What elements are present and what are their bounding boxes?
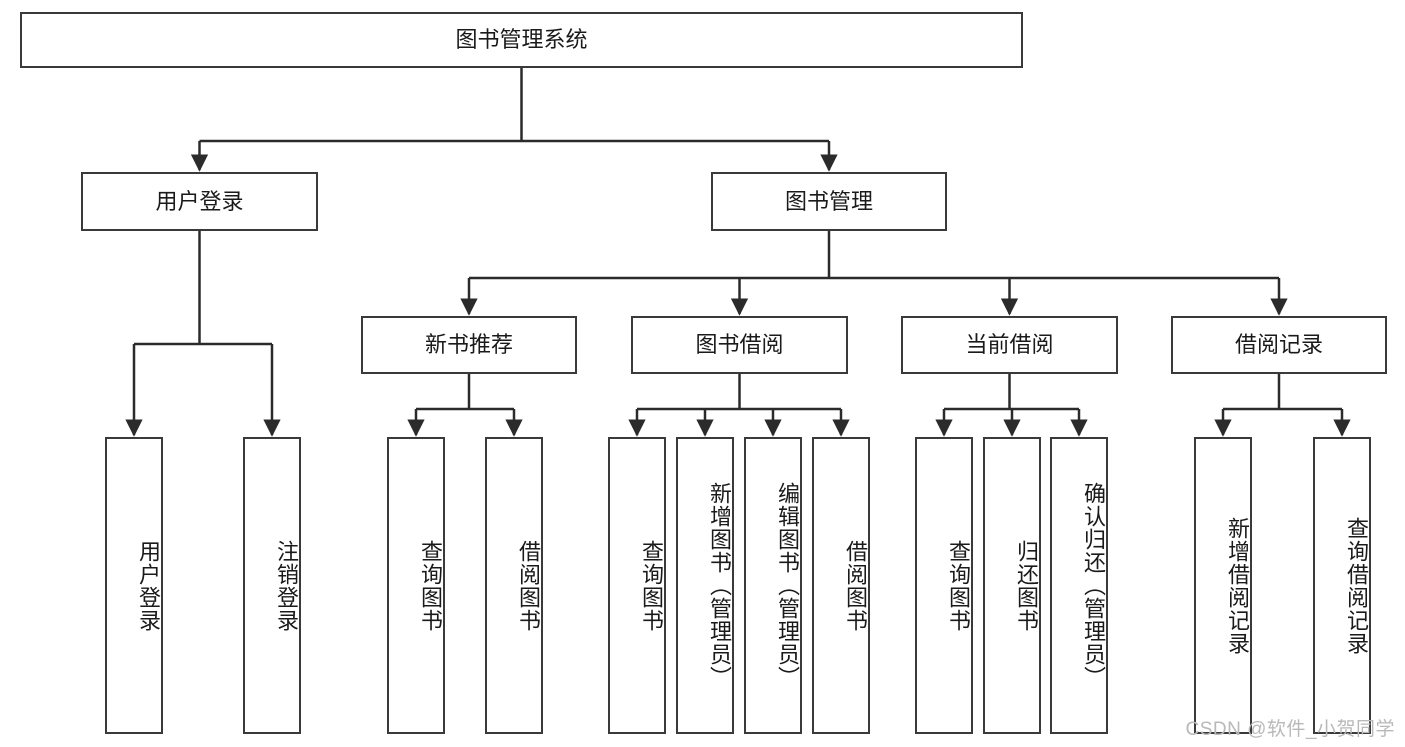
node-label: 新增图书（管理员） (707, 482, 732, 689)
node-leaf-add-book[interactable]: 新增图书（管理员） (676, 437, 734, 734)
node-label: 新书推荐 (424, 332, 513, 358)
node-book-manage[interactable]: 图书管理 (711, 172, 947, 231)
node-leaf-borrow-book-2[interactable]: 借阅图书 (812, 437, 870, 734)
watermark: CSDN @软件_小贺同学 (1185, 719, 1395, 740)
node-label: 借阅记录 (1234, 332, 1323, 358)
node-label: 查询图书 (418, 539, 443, 632)
node-label: 用户登录 (136, 539, 161, 632)
node-leaf-query-book-1[interactable]: 查询图书 (387, 437, 445, 734)
node-leaf-return-book[interactable]: 归还图书 (983, 437, 1041, 734)
node-label: 查询借阅记录 (1344, 516, 1369, 655)
node-leaf-borrow-book-1[interactable]: 借阅图书 (485, 437, 543, 734)
node-label: 归还图书 (1014, 539, 1039, 632)
node-label: 编辑图书（管理员） (775, 482, 800, 689)
node-root[interactable]: 图书管理系统 (20, 12, 1023, 68)
node-current-borrow[interactable]: 当前借阅 (901, 316, 1118, 374)
node-leaf-query-record[interactable]: 查询借阅记录 (1313, 437, 1371, 734)
node-user-login[interactable]: 用户登录 (81, 172, 318, 231)
node-leaf-query-book-3[interactable]: 查询图书 (915, 437, 973, 734)
node-leaf-add-record[interactable]: 新增借阅记录 (1194, 437, 1252, 734)
node-label: 用户登录 (155, 188, 244, 214)
node-label: 查询图书 (639, 539, 664, 632)
node-label: 借阅图书 (516, 539, 541, 632)
node-leaf-confirm-return[interactable]: 确认归还（管理员） (1050, 437, 1108, 734)
node-label: 图书管理系统 (455, 27, 588, 53)
node-label: 借阅图书 (843, 539, 868, 632)
node-label: 注销登录 (274, 539, 299, 632)
node-leaf-query-book-2[interactable]: 查询图书 (608, 437, 666, 734)
node-label: 图书管理 (784, 188, 873, 214)
node-label: 图书借阅 (695, 332, 784, 358)
node-book-borrow[interactable]: 图书借阅 (631, 316, 848, 374)
node-borrow-record[interactable]: 借阅记录 (1171, 316, 1387, 374)
node-label: 新增借阅记录 (1225, 516, 1250, 655)
node-new-book-rec[interactable]: 新书推荐 (361, 316, 577, 374)
node-leaf-edit-book[interactable]: 编辑图书（管理员） (744, 437, 802, 734)
node-label: 查询图书 (946, 539, 971, 632)
node-label: 确认归还（管理员） (1081, 482, 1106, 689)
node-leaf-user-login[interactable]: 用户登录 (105, 437, 163, 734)
node-label: 当前借阅 (965, 332, 1054, 358)
node-leaf-logout[interactable]: 注销登录 (243, 437, 301, 734)
